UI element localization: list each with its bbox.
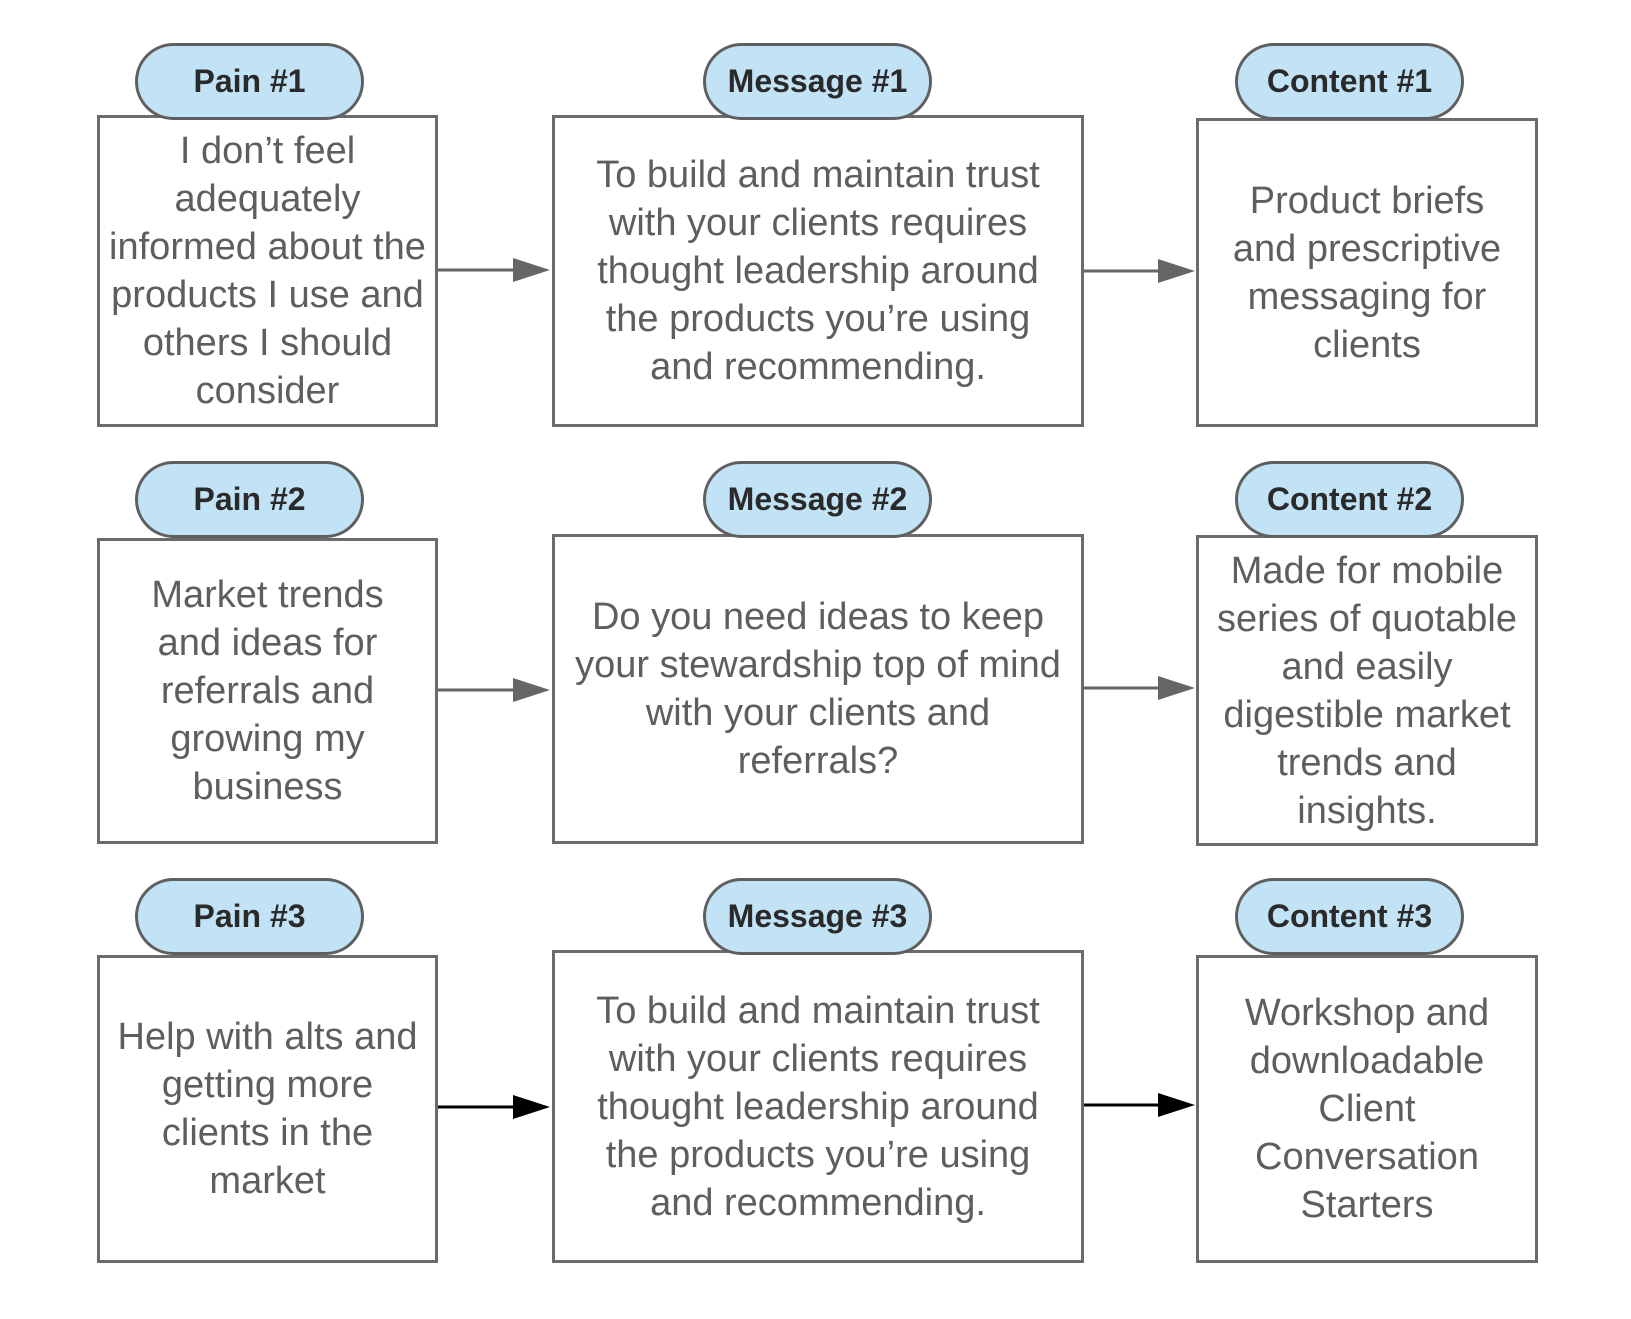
message-1-text: To build and maintain trust with your cl… [596, 154, 1040, 388]
arrow-message1-to-content1 [1084, 259, 1195, 283]
pain-3-text: Help with alts and getting more clients … [117, 1016, 418, 1202]
message-1-box: To build and maintain trust with your cl… [552, 115, 1084, 427]
pain-2-box: Market trends and ideas for referrals an… [97, 538, 438, 844]
pain-1-text: I don’t feel adequately informed about t… [109, 130, 426, 412]
arrow-message2-to-content2 [1084, 676, 1195, 700]
pain-1-box: I don’t feel adequately informed about t… [97, 115, 438, 427]
pain-3-box: Help with alts and getting more clients … [97, 955, 438, 1263]
message-3-label: Message #3 [703, 878, 932, 955]
message-1-label: Message #1 [703, 43, 932, 120]
message-2-label: Message #2 [703, 461, 932, 538]
pain-2-label: Pain #2 [135, 461, 364, 538]
pain-1-label: Pain #1 [135, 43, 364, 120]
content-1-box: Product briefs and prescriptive messagin… [1196, 118, 1538, 427]
message-3-text: To build and maintain trust with your cl… [596, 989, 1040, 1224]
arrow-pain1-to-message1 [438, 258, 550, 282]
content-3-label: Content #3 [1235, 878, 1464, 955]
content-3-box: Workshop and downloadable Client Convers… [1196, 955, 1538, 1263]
message-3-box: To build and maintain trust with your cl… [552, 950, 1084, 1263]
message-2-box: Do you need ideas to keep your stewardsh… [552, 534, 1084, 844]
content-2-text: Made for mobile series of quotable and e… [1217, 549, 1517, 832]
arrow-pain2-to-message2 [438, 678, 550, 702]
pain-3-label: Pain #3 [135, 878, 364, 955]
arrow-message3-to-content3 [1084, 1093, 1195, 1117]
content-2-box: Made for mobile series of quotable and e… [1196, 535, 1538, 846]
content-2-label: Content #2 [1235, 461, 1464, 538]
content-3-text: Workshop and downloadable Client Convers… [1244, 992, 1490, 1226]
content-1-text: Product briefs and prescriptive messagin… [1232, 179, 1502, 366]
message-2-text: Do you need ideas to keep your stewardsh… [575, 596, 1061, 782]
pain-2-text: Market trends and ideas for referrals an… [151, 574, 384, 808]
content-1-label: Content #1 [1235, 43, 1464, 120]
arrow-pain3-to-message3 [438, 1095, 550, 1119]
